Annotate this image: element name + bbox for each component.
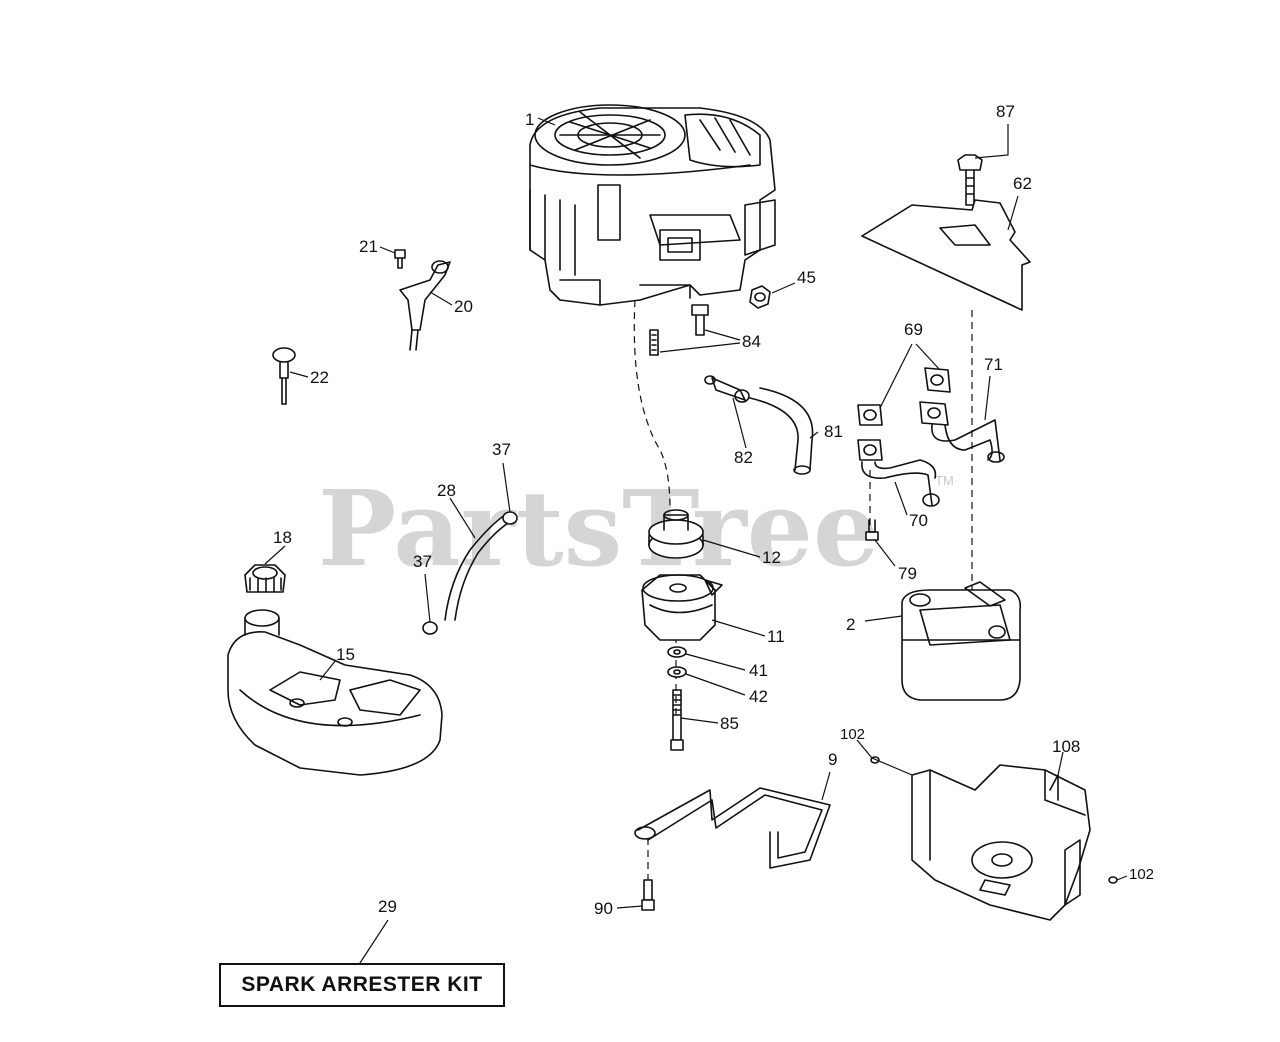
gasket-69[interactable] [857, 367, 951, 426]
screw-102-lower[interactable] [1108, 876, 1118, 884]
bolt-79[interactable] [865, 519, 879, 541]
plug-22[interactable] [272, 347, 296, 405]
callout-45: 45 [797, 268, 816, 287]
callout-102-lower: 102 [1129, 866, 1154, 883]
callout-87: 87 [996, 102, 1015, 121]
knob-87[interactable] [957, 154, 983, 206]
callout-102-upper: 102 [840, 726, 865, 743]
callout-79: 79 [898, 564, 917, 583]
bolt-90[interactable] [641, 879, 655, 911]
exhaust-pipe-70[interactable] [861, 459, 940, 507]
bolt-84[interactable] [649, 304, 709, 356]
callout-62: 62 [1013, 174, 1032, 193]
hose-81[interactable] [749, 387, 814, 475]
callout-18: 18 [273, 528, 292, 547]
callout-29: 29 [378, 897, 397, 916]
exhaust-pipe-71[interactable] [931, 419, 1005, 463]
callout-15: 15 [336, 645, 355, 664]
watermark-trademark: TM [935, 473, 954, 488]
fuel-cap-18[interactable] [244, 564, 286, 593]
callout-82: 82 [734, 448, 753, 467]
callout-9: 9 [828, 750, 837, 769]
callout-2: 2 [846, 615, 855, 634]
pulley-12[interactable] [648, 509, 704, 559]
callout-21: 21 [359, 237, 378, 256]
callout-1: 1 [525, 110, 534, 129]
callout-12: 12 [762, 548, 781, 567]
callout-41: 41 [749, 661, 768, 680]
fitting-82[interactable] [704, 375, 750, 403]
bracket-20[interactable] [399, 260, 451, 351]
callout-37-lower: 37 [413, 552, 432, 571]
spark-arrester-kit-box[interactable]: SPARK ARRESTER KIT [219, 963, 505, 1007]
nut-45[interactable] [749, 285, 771, 309]
spark-arrester-kit-label: SPARK ARRESTER KIT [241, 973, 483, 996]
washer-42[interactable] [667, 666, 687, 678]
heat-shield-62[interactable] [861, 199, 1031, 311]
bolt-21[interactable] [394, 249, 406, 269]
bolt-85[interactable] [670, 689, 684, 751]
muffler-2[interactable] [901, 581, 1022, 701]
clutch-11[interactable] [641, 574, 723, 641]
callout-71: 71 [984, 355, 1003, 374]
leader-lines [264, 117, 1128, 964]
callout-37-upper: 37 [492, 440, 511, 459]
rod-9[interactable] [634, 787, 831, 869]
callout-11: 11 [767, 627, 785, 646]
callout-20: 20 [454, 297, 473, 316]
clamp-37-lower[interactable] [422, 621, 438, 635]
washer-41[interactable] [667, 646, 687, 658]
fuel-tank-15[interactable] [227, 609, 443, 776]
shield-108[interactable] [911, 764, 1091, 921]
callout-81: 81 [824, 422, 843, 441]
callout-84: 84 [742, 332, 761, 351]
callout-90: 90 [594, 899, 613, 918]
callout-42: 42 [749, 687, 768, 706]
callout-70: 70 [909, 511, 928, 530]
callout-22: 22 [310, 368, 329, 387]
callout-108: 108 [1052, 737, 1080, 756]
clamp-37-upper[interactable] [502, 511, 518, 525]
callout-28: 28 [437, 481, 456, 500]
engine[interactable] [529, 104, 776, 306]
callout-69: 69 [904, 320, 923, 339]
gasket-69-lower[interactable] [857, 401, 949, 461]
fuel-line-28[interactable] [444, 514, 511, 621]
watermark: PartsTree [318, 467, 879, 590]
callout-85: 85 [720, 714, 739, 733]
